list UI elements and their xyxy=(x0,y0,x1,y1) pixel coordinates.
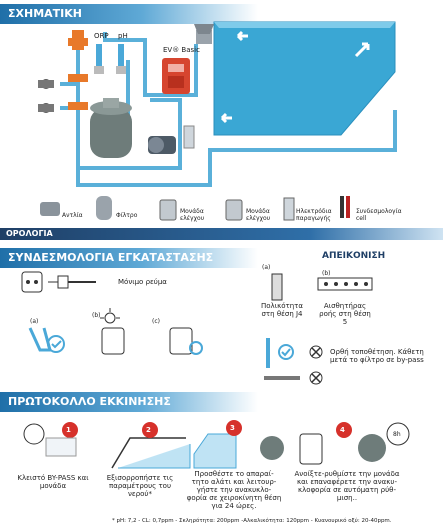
polarity-icon xyxy=(271,273,283,301)
terminology-title: ΟΡΟΛΟΓΙΑ xyxy=(6,229,53,238)
step-2-num: 2 xyxy=(146,426,151,434)
wiring-title: ΣΥΝΔΕΣΜΟΛΟΓΙΑ ΕΓΚΑΤΑΣΤΑΣΗΣ xyxy=(8,251,214,264)
timer-icon xyxy=(386,422,410,446)
legend-label-filter: Φίλτρο xyxy=(116,212,138,219)
step-3-num: 3 xyxy=(230,424,235,432)
display-title: ΑΠΕΙΚΟΝΙΣΗ xyxy=(322,251,386,261)
pool-arrow-icon xyxy=(236,30,248,42)
ph-label: pH xyxy=(118,32,128,40)
terminology-bar: ΟΡΟΛΟΓΙΑ xyxy=(0,228,443,240)
protocol-icons xyxy=(23,420,410,469)
legend-label-pump: Αντλία xyxy=(62,212,83,219)
step-4-num: 4 xyxy=(340,426,345,434)
pool-arrow-icon xyxy=(220,112,232,124)
protocol-banner: ΠΡΩΤΟΚΟΛΛΟ ΕΚΚΙΝΗΣΗΣ xyxy=(0,392,258,412)
label-b: (b) xyxy=(92,312,101,319)
pump-icon xyxy=(40,202,60,216)
legend-icons xyxy=(40,196,350,221)
filter-icon xyxy=(96,196,112,220)
wiring-icons xyxy=(21,271,373,385)
pool-schematic xyxy=(38,21,397,187)
pool-arrow-icon xyxy=(354,42,370,58)
display-b-label: (b) xyxy=(322,270,331,277)
label-a: (a) xyxy=(30,318,39,325)
wiring-banner: ΣΥΝΔΕΣΜΟΛΟΓΙΑ ΕΓΚΑΤΑΣΤΑΣΗΣ xyxy=(0,248,258,268)
schematic-banner: ΣΧΗΜΑΤΙΚΗ xyxy=(0,4,258,24)
pool-edge-icon xyxy=(111,437,186,469)
footnote: * pH: 7,2 - CL: 0,7ppm - Σκληρότητα: 200… xyxy=(112,518,392,524)
install-c-icon xyxy=(169,327,193,355)
legend-label-cell: Συνδεσμολογία cell xyxy=(356,208,402,222)
ev-basic-label: EV® Basic xyxy=(163,46,200,54)
legend-label-electrodes: Ηλεκτρόδια παραγωγής xyxy=(296,208,332,222)
filter-tank xyxy=(90,108,132,158)
off-switch-icon xyxy=(23,423,45,445)
orp-probe xyxy=(96,44,102,70)
timer-label: 8h xyxy=(393,431,401,438)
step-4-text: Ανοίξτε-ρυθμίστε την μονάδα και επαναφέρ… xyxy=(294,470,400,502)
ph-probe xyxy=(118,44,124,70)
socket-icon xyxy=(21,271,43,293)
protocol-title: ΠΡΩΤΟΚΟΛΛΟ ΕΚΚΙΝΗΣΗΣ xyxy=(8,395,171,408)
control-unit-step-icon xyxy=(299,433,323,465)
step-1-num: 1 xyxy=(66,426,71,434)
electrodes-icon xyxy=(283,197,295,221)
cell-wiring-icon xyxy=(340,196,344,218)
control-unit-2-icon xyxy=(225,199,243,221)
control-unit-icon xyxy=(159,199,177,221)
step-3-text: Προσθέστε το απαραί- τητο αλάτι και λειτ… xyxy=(186,470,282,510)
install-b-icon xyxy=(101,327,125,355)
schematic-title: ΣΧΗΜΑΤΙΚΗ xyxy=(8,7,82,20)
orp-label: ORP xyxy=(94,32,109,40)
step-1-text: Κλειστό BY-PASS και μονάδα xyxy=(17,474,89,490)
legend-label-control-2: Μονάδα ελέγχου xyxy=(246,208,271,222)
plug-icon xyxy=(48,275,69,289)
electrolysis-cell xyxy=(183,125,195,149)
plug-text: Μόνιμο ρεύμα xyxy=(118,278,167,286)
correct-note: Ορθή τοποθέτηση. Κάθετη μετά το φίλτρο σ… xyxy=(330,348,424,364)
display-a-text: Πολικότητα στη θέση J4 xyxy=(261,302,303,318)
display-a-label: (a) xyxy=(262,264,271,271)
hand-salt-icon xyxy=(193,433,237,469)
legend-label-control: Μονάδα ελέγχου xyxy=(180,208,205,222)
display-b-text: Αισθητήρας ροής στη θέση 5 xyxy=(319,302,371,326)
step-2-text: Εξισορροπήστε τις παραμέτρους του νερού* xyxy=(106,474,174,498)
label-c: (c) xyxy=(152,318,160,325)
install-a-icon xyxy=(28,327,52,352)
